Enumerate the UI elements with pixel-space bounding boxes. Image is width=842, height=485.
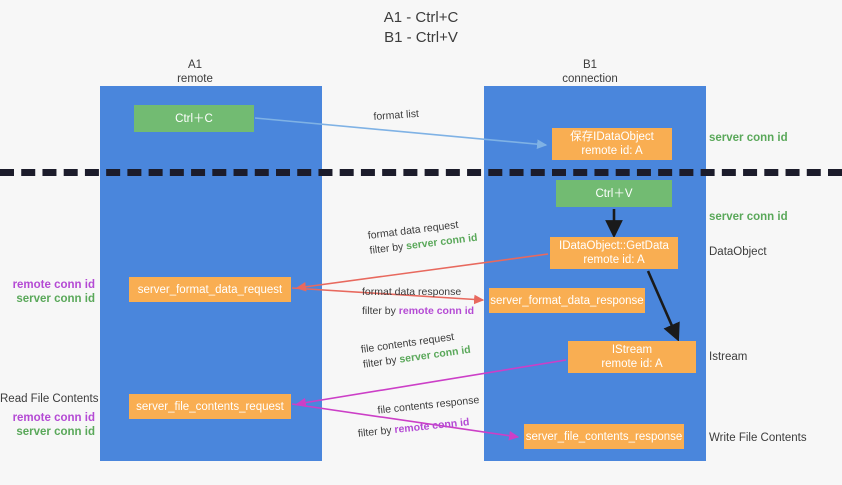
title-line-1: A1 - Ctrl+C bbox=[383, 9, 459, 26]
annotation-server-conn-id-top: server conn id bbox=[709, 132, 788, 144]
title-line-2: B1 - Ctrl+V bbox=[384, 29, 458, 46]
column-a1-name: A1 bbox=[187, 59, 203, 71]
edge-label-format-list: format list bbox=[373, 107, 419, 125]
node-idataobject[interactable]: 保存IDataObject remote id: A bbox=[552, 128, 672, 160]
column-b1-role: connection bbox=[562, 73, 618, 85]
filter-prefix: filter by bbox=[357, 424, 396, 440]
column-caption-b1: B1 connection bbox=[525, 58, 655, 86]
wire-file-contents-request bbox=[295, 359, 567, 408]
filter-value-remote-conn-id: remote conn id bbox=[398, 305, 475, 317]
annotation-remote-conn-id-2: remote conn id bbox=[12, 412, 95, 424]
page-title: A1 - Ctrl+C B1 - Ctrl+V bbox=[0, 8, 842, 48]
node-idataobject-line2: remote id: A bbox=[581, 145, 643, 157]
wire-format-data-request bbox=[295, 253, 549, 292]
node-ctrl-v[interactable]: Ctrl＋V bbox=[556, 180, 672, 207]
node-ctrl-c[interactable]: Ctrl＋C bbox=[134, 105, 254, 132]
column-a1-role: remote bbox=[177, 73, 213, 85]
filter-prefix: filter by bbox=[368, 240, 407, 257]
annotation-dataobject: DataObject bbox=[709, 246, 767, 258]
annotation-istream: Istream bbox=[709, 351, 748, 363]
annotation-write-file-contents: Write File Contents bbox=[709, 432, 807, 444]
node-server-file-contents-response[interactable]: server_file_contents_response bbox=[524, 424, 684, 449]
annotation-server-conn-id-mid: server conn id bbox=[709, 211, 788, 223]
edge-label-format-data-response-text: format data response bbox=[362, 286, 462, 298]
edge-label-format-list-text: format list bbox=[373, 107, 420, 123]
wire-getdata-to-istream bbox=[646, 270, 680, 342]
annotation-server-conn-id-1: server conn id bbox=[16, 293, 95, 305]
wire-format-list bbox=[254, 117, 548, 149]
node-ctrl-c-label: Ctrl＋C bbox=[175, 112, 213, 125]
node-ctrl-v-label: Ctrl＋V bbox=[595, 187, 633, 200]
node-getdata-line1: IDataObject::GetData bbox=[559, 240, 669, 252]
edge-label-format-data-response: format data response filter by remote co… bbox=[362, 285, 474, 319]
wire-format-data-response bbox=[291, 287, 485, 305]
node-getdata-line2: remote id: A bbox=[583, 254, 645, 266]
node-idataobject-line1: 保存IDataObject bbox=[570, 131, 654, 143]
node-idataobject-getdata[interactable]: IDataObject::GetData remote id: A bbox=[550, 237, 678, 269]
edge-label-format-data-response-filter: filter by remote conn id bbox=[362, 304, 474, 319]
node-istream-line1: IStream bbox=[611, 344, 653, 356]
clipboard-boundary-divider bbox=[0, 169, 842, 176]
annotation-remote-conn-id-1: remote conn id bbox=[12, 279, 95, 291]
column-b1-name: B1 bbox=[582, 59, 598, 71]
node-server-file-contents-request[interactable]: server_file_contents_request bbox=[129, 394, 291, 419]
node-istream[interactable]: IStream remote id: A bbox=[568, 341, 696, 373]
node-server-format-data-request[interactable]: server_format_data_request bbox=[129, 277, 291, 302]
filter-prefix: filter by bbox=[362, 305, 399, 317]
annotation-server-conn-id-2: server conn id bbox=[16, 426, 95, 438]
node-server-file-contents-request-label: server_file_contents_request bbox=[136, 400, 284, 413]
annotation-read-file-contents: Read File Contents bbox=[0, 393, 99, 405]
column-caption-a1: A1 remote bbox=[130, 58, 260, 86]
filter-prefix: filter by bbox=[362, 353, 401, 371]
annotation-conn-ids-upper: remote conn id server conn id bbox=[0, 278, 95, 306]
node-server-format-data-response[interactable]: server_format_data_response bbox=[489, 288, 645, 313]
annotation-conn-ids-lower: remote conn id server conn id bbox=[0, 411, 95, 439]
wire-file-contents-response bbox=[291, 403, 520, 441]
node-server-format-data-request-label: server_format_data_request bbox=[137, 283, 283, 296]
node-server-file-contents-response-label: server_file_contents_response bbox=[525, 430, 683, 443]
node-server-format-data-response-label: server_format_data_response bbox=[490, 294, 644, 307]
node-istream-line2: remote id: A bbox=[601, 358, 663, 370]
